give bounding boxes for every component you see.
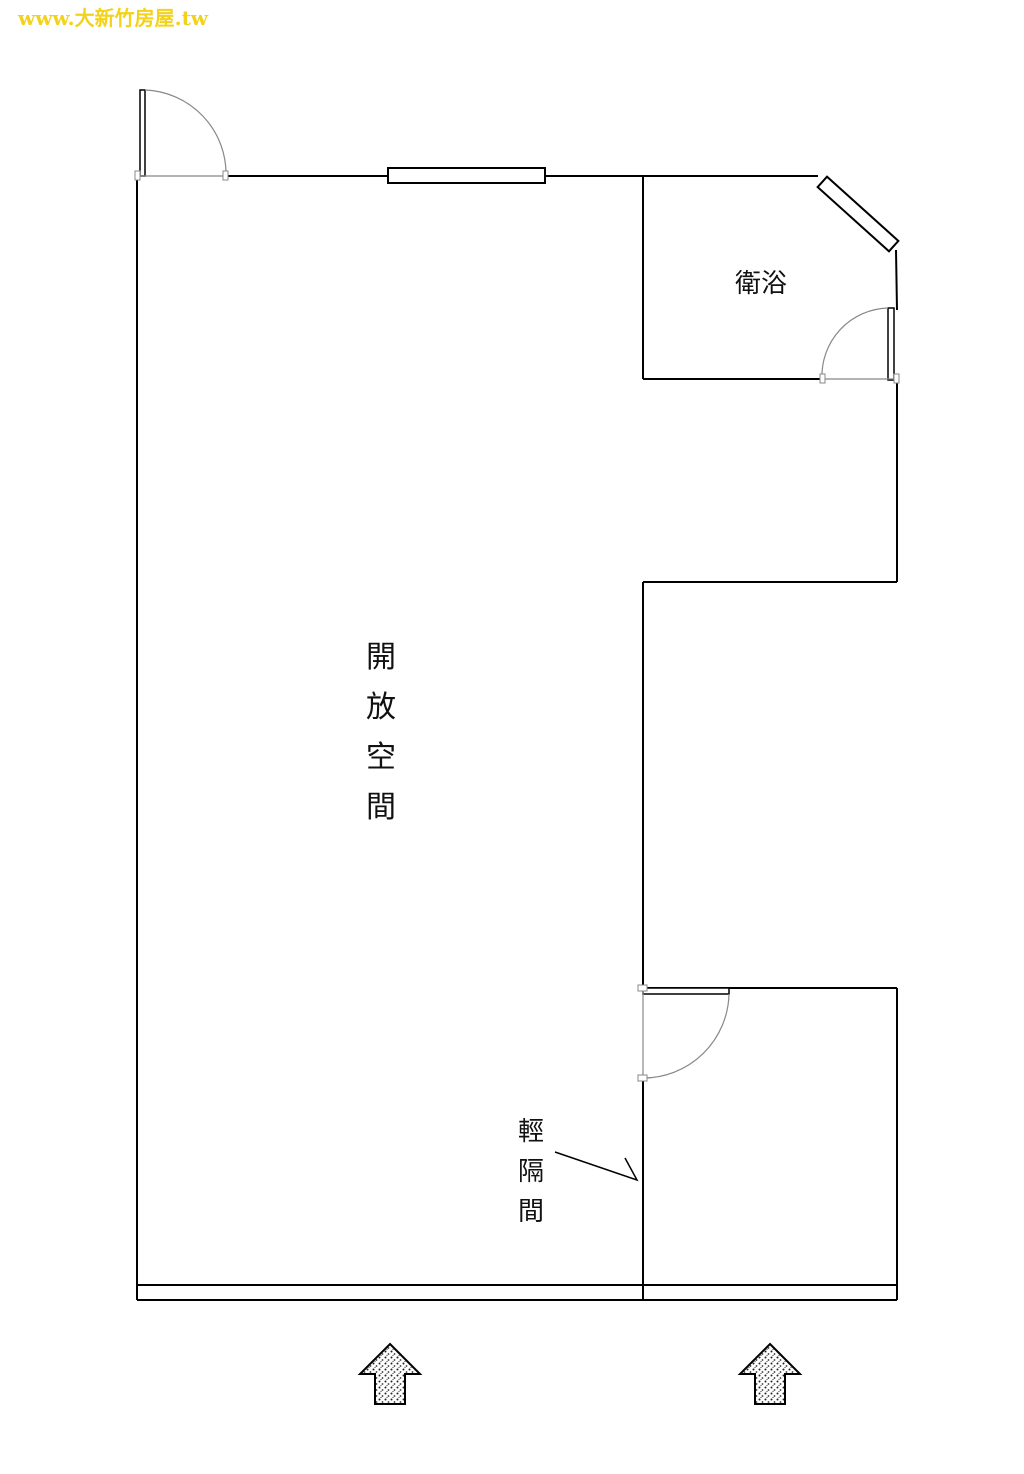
partition-char-2: 隔 <box>518 1157 544 1187</box>
partition-leader <box>554 1151 639 1182</box>
outer-walls <box>136 175 898 1300</box>
partition-door <box>637 984 730 1082</box>
entrance-door-top <box>134 89 229 181</box>
partition-label: 輕 隔 間 <box>518 1117 552 1227</box>
entrance-arrow-icon <box>737 1342 803 1405</box>
site-watermark: www.大新竹房屋.tw <box>18 6 209 30</box>
bathroom-label: 衛浴 <box>735 269 787 299</box>
bathroom-door <box>819 307 900 384</box>
partition-char-3: 間 <box>518 1197 544 1227</box>
open-space-char-1: 開 <box>366 640 396 675</box>
entrance-arrow-icon <box>357 1342 423 1405</box>
open-space-char-3: 空 <box>366 740 396 775</box>
open-space-char-2: 放 <box>366 690 396 725</box>
partition-char-1: 輕 <box>518 1117 544 1147</box>
bathroom-walls <box>642 176 822 380</box>
storefront-wall <box>137 1284 897 1301</box>
top-window <box>387 167 546 184</box>
open-space-label: 開 放 空 間 <box>366 640 406 825</box>
open-space-char-4: 間 <box>366 790 396 825</box>
bathroom-window <box>816 175 900 253</box>
